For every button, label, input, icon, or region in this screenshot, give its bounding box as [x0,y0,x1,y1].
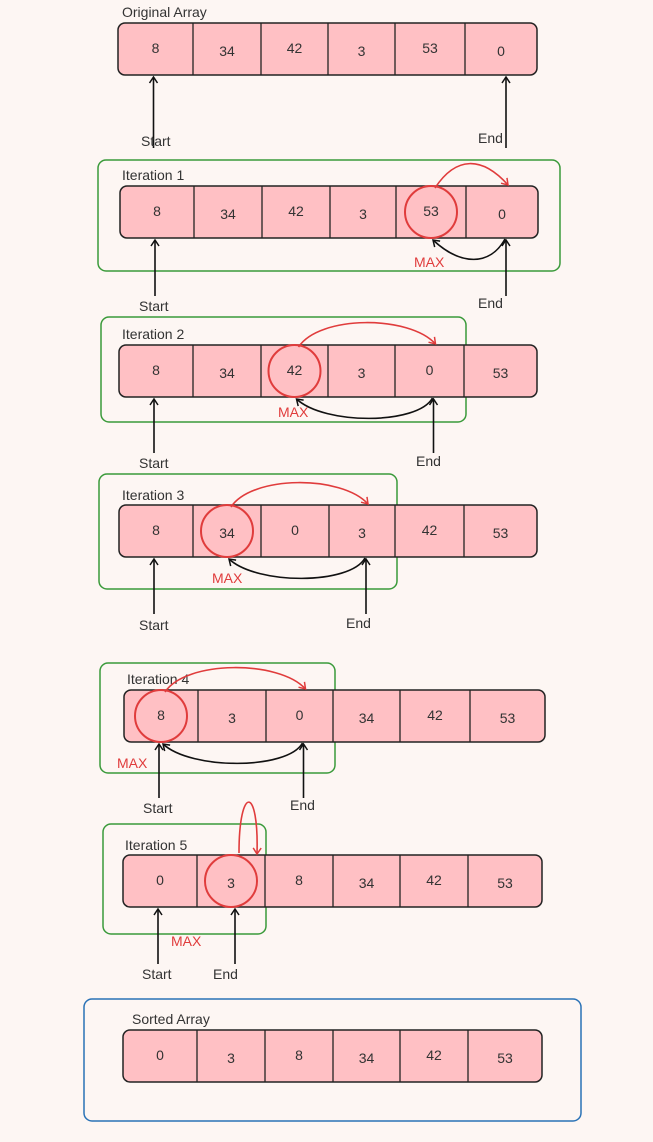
array-cell-value: 42 [422,522,438,538]
array-cell-value: 8 [153,203,161,219]
section-title: Iteration 5 [125,837,187,853]
array-cell-value: 3 [358,43,366,59]
array-cell-value: 34 [219,43,235,59]
array-cell-value: 53 [497,1050,513,1066]
start-label: Start [142,966,172,982]
array-cell-value: 0 [156,1047,164,1063]
array-cell-value: 42 [288,203,304,219]
section-frame [97,159,561,272]
swap-arrow-back [228,557,366,580]
section-title: Iteration 3 [122,487,184,503]
end-label: End [416,453,441,469]
section-frame [83,998,582,1122]
array-cell-value: 53 [493,365,509,381]
start-label: Start [139,298,169,314]
end-label: End [478,130,503,146]
array-cell-value: 53 [497,875,513,891]
array-cell-value: 0 [426,362,434,378]
array-cell-value: 34 [220,206,236,222]
array-cell-value: 8 [152,362,160,378]
swap-arrow-forward [297,321,437,348]
array-body [118,504,538,558]
array-cell-value: 8 [152,40,160,56]
array-cell-value: 34 [359,1050,375,1066]
array-cell-value: 0 [498,206,506,222]
array-cell-value: 34 [219,365,235,381]
max-label: MAX [212,570,243,586]
array-cell-value: 3 [228,710,236,726]
swap-arrow-forward [434,162,509,189]
max-highlight-circle [267,344,322,398]
array-cell-value: 8 [152,522,160,538]
array-cell-value: 42 [287,40,303,56]
array-cell-value: 3 [359,206,367,222]
swap-arrow-back [432,238,506,261]
array-body [123,689,546,743]
swap-arrow-back [295,397,434,420]
array-cell-value: 34 [359,875,375,891]
section-7: Sorted Array 0 3 8 34 42 53 [83,998,582,1122]
max-label: MAX [414,254,445,270]
max-highlight-circle [134,689,188,743]
swap-arrow-forward [164,666,307,693]
max-highlight-circle [204,854,258,908]
array-cell-value: 42 [427,707,443,723]
max-label: MAX [278,404,309,420]
start-label: Start [141,133,171,149]
start-label: Start [139,455,169,471]
max-highlight-circle [404,185,458,239]
end-label: End [213,966,238,982]
array-cell-value: 53 [423,203,439,219]
array-cell-value: 0 [497,43,505,59]
array-cell-value: 0 [296,707,304,723]
array-cell-value: 3 [358,365,366,381]
array-cell-value: 3 [227,1050,235,1066]
array-cell-value: 8 [295,872,303,888]
array-cell-value: 0 [156,872,164,888]
start-label: Start [139,617,169,633]
max-label: MAX [171,933,202,949]
array-cell-value: 3 [358,525,366,541]
section-title: Sorted Array [132,1011,210,1027]
array-cell-value: 34 [359,710,375,726]
section-title: Iteration 1 [122,167,184,183]
section-title: Iteration 2 [122,326,184,342]
array-cell-value: 34 [219,525,235,541]
array-cell-value: 42 [426,872,442,888]
end-label: End [478,295,503,311]
swap-arrow-back [162,742,304,765]
swap-arrow-forward [230,481,369,508]
start-label: Start [143,800,173,816]
section-title: Original Array [122,4,207,20]
array-cell-value: 8 [295,1047,303,1063]
array-body [119,185,539,239]
array-cell-value: 0 [291,522,299,538]
array-cell-value: 53 [493,525,509,541]
array-cell-value: 42 [287,362,303,378]
array-cell-value: 53 [422,40,438,56]
array-cell-value: 53 [500,710,516,726]
max-label: MAX [117,755,148,771]
array-cell-value: 8 [157,707,165,723]
end-label: End [290,797,315,813]
swap-arrow-self [238,801,262,856]
array-cell-value: 42 [426,1047,442,1063]
end-label: End [346,615,371,631]
max-highlight-circle [200,504,254,558]
array-cell-value: 3 [227,875,235,891]
